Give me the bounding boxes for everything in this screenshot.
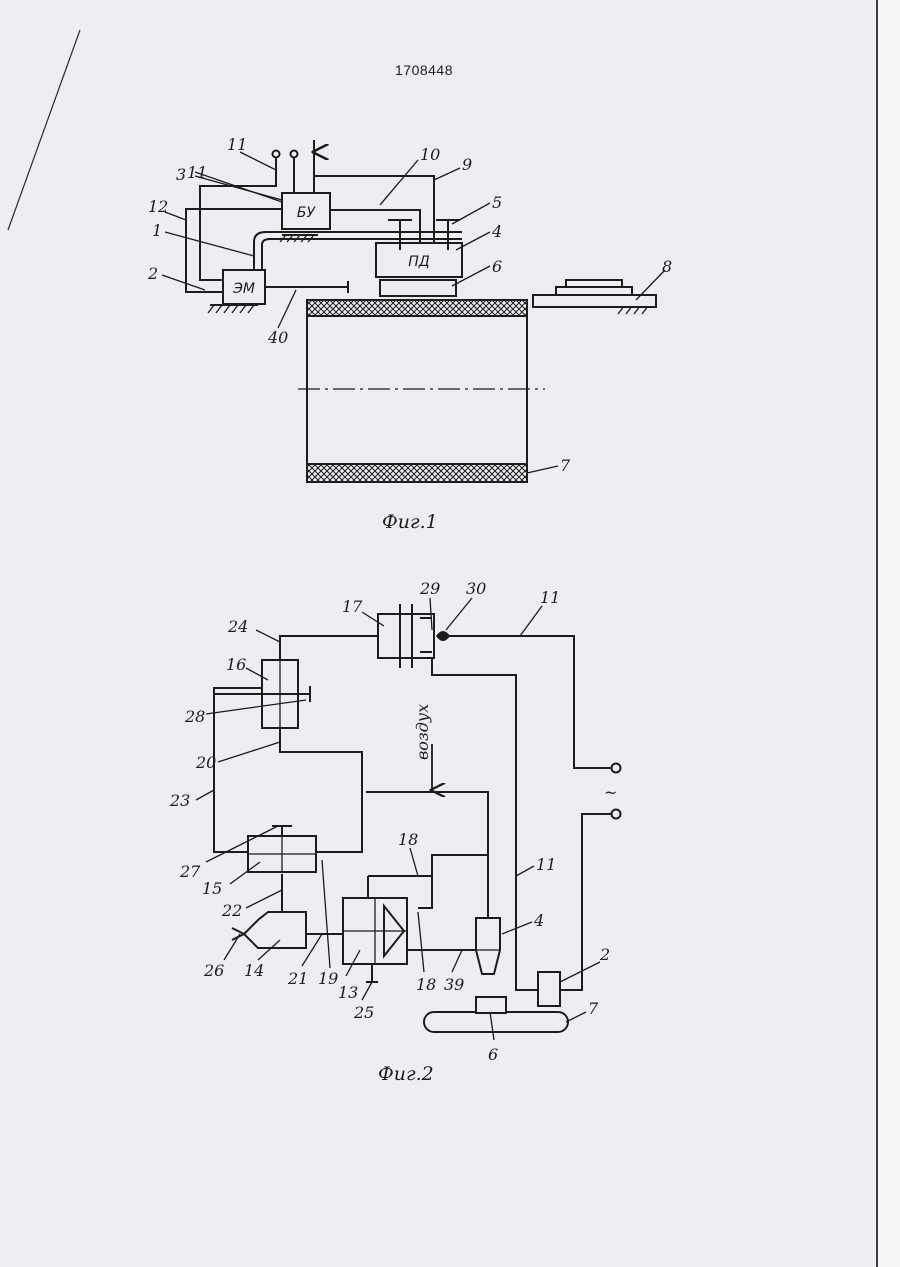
ref-number: 18 bbox=[416, 975, 436, 994]
ref-number: 8 bbox=[662, 257, 672, 276]
drum-7 bbox=[298, 300, 545, 482]
ref-number: 6 bbox=[488, 1045, 498, 1064]
svg-text:ПД: ПД bbox=[408, 254, 430, 270]
ref-number: 2 bbox=[599, 945, 610, 964]
joint-30 bbox=[436, 631, 450, 641]
block-15 bbox=[248, 826, 316, 872]
ref-number: 39 bbox=[444, 975, 464, 994]
block-4 bbox=[476, 918, 500, 974]
ref-number: 11 bbox=[227, 135, 247, 154]
ref-number: 11 bbox=[536, 855, 556, 874]
ref-number: 40 bbox=[267, 328, 288, 347]
ref-number: 29 bbox=[419, 579, 440, 598]
ref-number: 1 bbox=[152, 221, 162, 240]
ref-number: 3 bbox=[176, 165, 186, 184]
figure-1-caption: Фиг.1 bbox=[382, 511, 438, 533]
ref-number: 27 bbox=[179, 862, 201, 881]
ref-number: 7 bbox=[588, 999, 599, 1018]
svg-text:БУ: БУ bbox=[297, 205, 317, 221]
ref-number: 10 bbox=[420, 145, 440, 164]
ref-number: 25 bbox=[353, 1003, 374, 1022]
table-8 bbox=[533, 280, 656, 307]
block-14 bbox=[232, 912, 306, 948]
block-17 bbox=[378, 604, 434, 668]
ref-number: 23 bbox=[169, 791, 190, 810]
ref-number: 17 bbox=[342, 597, 363, 616]
ref-number: 26 bbox=[203, 961, 224, 980]
ref-number: 9 bbox=[462, 155, 472, 174]
ac-symbol: ~ bbox=[604, 783, 617, 802]
block-13 bbox=[343, 876, 407, 964]
ref-number: 15 bbox=[202, 879, 222, 898]
ref-number: 16 bbox=[226, 655, 246, 674]
air-label: воздух bbox=[413, 704, 432, 760]
ref-number: 7 bbox=[560, 456, 571, 475]
ref-number: 2 bbox=[147, 264, 158, 283]
figure-2-caption: Фиг.2 bbox=[378, 1063, 434, 1085]
control-unit-block: БУ bbox=[282, 193, 330, 229]
ac-terminal bbox=[612, 810, 621, 819]
ref-number: 28 bbox=[184, 707, 205, 726]
ref-number: 12 bbox=[148, 197, 168, 216]
ref-number: 19 bbox=[318, 969, 338, 988]
ref-number: 21 bbox=[287, 969, 308, 988]
ref-number: 4 bbox=[491, 222, 502, 241]
ref-number: 22 bbox=[221, 901, 242, 920]
ref-number: 18 bbox=[398, 830, 418, 849]
figure-1: ЭМ БУ ПД bbox=[147, 135, 672, 533]
ac-terminal bbox=[612, 764, 621, 773]
figure-2: ~ bbox=[169, 579, 621, 1085]
ref-number: 14 bbox=[244, 961, 264, 980]
ref-number: 24 bbox=[227, 617, 248, 636]
ref-number: 6 bbox=[492, 257, 502, 276]
svg-text:ЭМ: ЭМ bbox=[232, 281, 255, 297]
ref-number: 11 bbox=[187, 163, 207, 182]
ref-number: 4 bbox=[533, 911, 544, 930]
ref-number: 11 bbox=[540, 588, 560, 607]
block-2 bbox=[538, 972, 560, 1006]
electromagnet-block: ЭМ bbox=[223, 270, 348, 304]
ref-number: 20 bbox=[195, 753, 216, 772]
ref-number: 30 bbox=[466, 579, 486, 598]
scan-streak bbox=[8, 30, 80, 230]
ref-number: 13 bbox=[338, 983, 358, 1002]
ref-number: 5 bbox=[492, 193, 502, 212]
